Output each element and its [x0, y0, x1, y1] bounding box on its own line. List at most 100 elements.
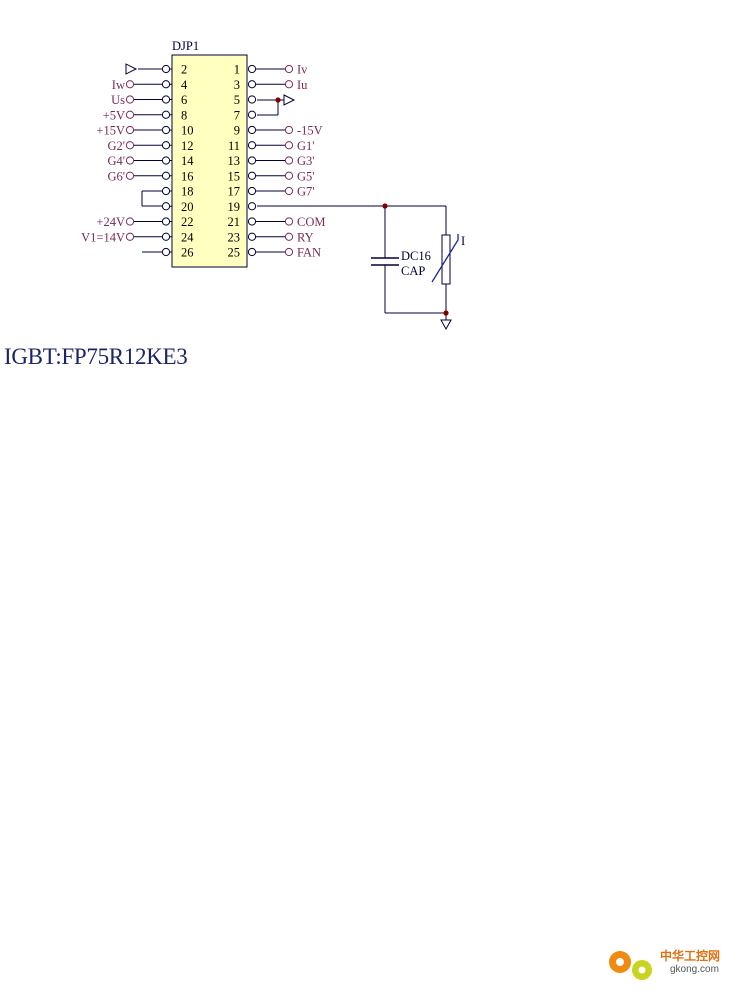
- pin-21: 21 COM: [228, 215, 326, 229]
- pin-terminal: [247, 95, 257, 104]
- pin-terminal: [247, 217, 257, 226]
- net-port: [125, 125, 135, 135]
- pin-2: 2: [161, 63, 187, 77]
- net-port: [284, 80, 294, 89]
- net-port: [284, 171, 294, 180]
- pin-terminal: [161, 64, 171, 74]
- junction-dot: [382, 203, 388, 209]
- pin-9: 9-15V: [234, 124, 323, 138]
- pin-terminal: [161, 141, 171, 150]
- pin-number: 19: [228, 200, 241, 214]
- junction-dot: [275, 97, 281, 103]
- pin-number: 14: [181, 154, 194, 168]
- pin-number: 8: [181, 108, 187, 122]
- net-port: [125, 156, 135, 165]
- pin-16: 16 G6': [107, 169, 193, 183]
- left-pins: 24Iw6Us8+5V10+15V12G2'14G4'16G6'182022+2…: [81, 63, 194, 260]
- pin-number: 12: [181, 139, 194, 153]
- pin5-pin7-strap: [257, 94, 296, 116]
- net-label: -15V: [297, 124, 323, 138]
- pin-terminal: [247, 141, 257, 150]
- pin-19: 19: [228, 200, 257, 214]
- pin-terminal: [247, 80, 257, 89]
- capacitor-symbol: [371, 257, 399, 266]
- pin-number: 10: [181, 124, 194, 138]
- capacitor-ref: DC16: [401, 249, 431, 263]
- gear-icon: [609, 951, 652, 980]
- net-port: [284, 141, 294, 150]
- pin-number: 18: [181, 185, 194, 199]
- thermistor-label: I: [461, 234, 465, 248]
- pin-terminal: [247, 171, 257, 180]
- capacitor-value: CAP: [401, 264, 425, 278]
- pin-15: 15 G5': [228, 169, 315, 183]
- net-label: G6': [107, 169, 125, 183]
- pin-number: 1: [234, 63, 240, 77]
- pin-number: 22: [181, 215, 194, 229]
- pin2-arrow: [125, 63, 162, 75]
- net-label: G1': [297, 139, 315, 153]
- net-port: [125, 110, 135, 119]
- net-port: [284, 247, 294, 257]
- pin-number: 16: [181, 169, 194, 183]
- junction-dot: [443, 310, 449, 316]
- pin-18: 18: [161, 185, 194, 199]
- connector-ref: DJP1: [172, 39, 199, 53]
- watermark-en: gkong.com: [670, 964, 719, 975]
- net-label: G3': [297, 154, 315, 168]
- pin-terminal: [247, 125, 257, 135]
- pin-terminal: [161, 171, 171, 180]
- pin-number: 15: [228, 169, 241, 183]
- pin-5: 5: [234, 93, 257, 107]
- pin-number: 11: [228, 139, 240, 153]
- pin-terminal: [247, 232, 257, 241]
- pin-number: 2: [181, 63, 187, 77]
- pin-number: 7: [234, 108, 240, 122]
- net-port: [284, 217, 294, 226]
- pin-terminal: [247, 156, 257, 165]
- watermark-cn: 中华工控网: [660, 948, 720, 963]
- net-label: Iu: [297, 78, 308, 92]
- pin-7: 7: [234, 108, 257, 122]
- pin-20: 20: [161, 200, 194, 214]
- net-port: [284, 186, 294, 196]
- net-label: COM: [297, 215, 325, 229]
- pin-26: 26: [161, 246, 194, 260]
- pin-number: 5: [234, 93, 240, 107]
- pin-3: 3 Iu: [234, 78, 308, 92]
- pin-number: 13: [228, 154, 241, 168]
- pin-number: 21: [228, 215, 241, 229]
- schematic-diagram: DJP1 24Iw6Us8+5V10+15V12G2'14G4'16G6'182…: [81, 39, 465, 331]
- pin-terminal: [161, 110, 171, 119]
- pin-terminal: [247, 186, 257, 196]
- net-label: +5V: [103, 108, 125, 122]
- pin-number: 25: [228, 246, 241, 260]
- net-port: [284, 64, 294, 74]
- net-port: [125, 217, 135, 226]
- net-label: FAN: [297, 246, 321, 260]
- ground-arrow-icon: [440, 319, 452, 331]
- pin-terminal: [161, 217, 171, 226]
- pin-terminal: [161, 80, 171, 89]
- net-label: G5': [297, 169, 315, 183]
- pin-terminal: [161, 95, 171, 104]
- pin-6: 6Us: [111, 93, 187, 107]
- pin-number: 20: [181, 200, 194, 214]
- net-label: G4': [107, 154, 125, 168]
- net-label: RY: [297, 230, 314, 244]
- pin18-pin20-loop: [141, 190, 162, 207]
- net-port: [284, 125, 294, 135]
- pin-number: 3: [234, 78, 240, 92]
- pin-25: 25 FAN: [228, 246, 322, 260]
- net-label: G7': [297, 185, 315, 199]
- net-label: V1=14V: [81, 230, 125, 244]
- pin-terminal: [161, 247, 171, 257]
- pin19-net: [257, 205, 447, 320]
- net-port: [125, 95, 135, 104]
- net-label: Iv: [297, 63, 308, 77]
- net-port: [284, 156, 294, 165]
- pin-14: 14 G4': [107, 154, 194, 168]
